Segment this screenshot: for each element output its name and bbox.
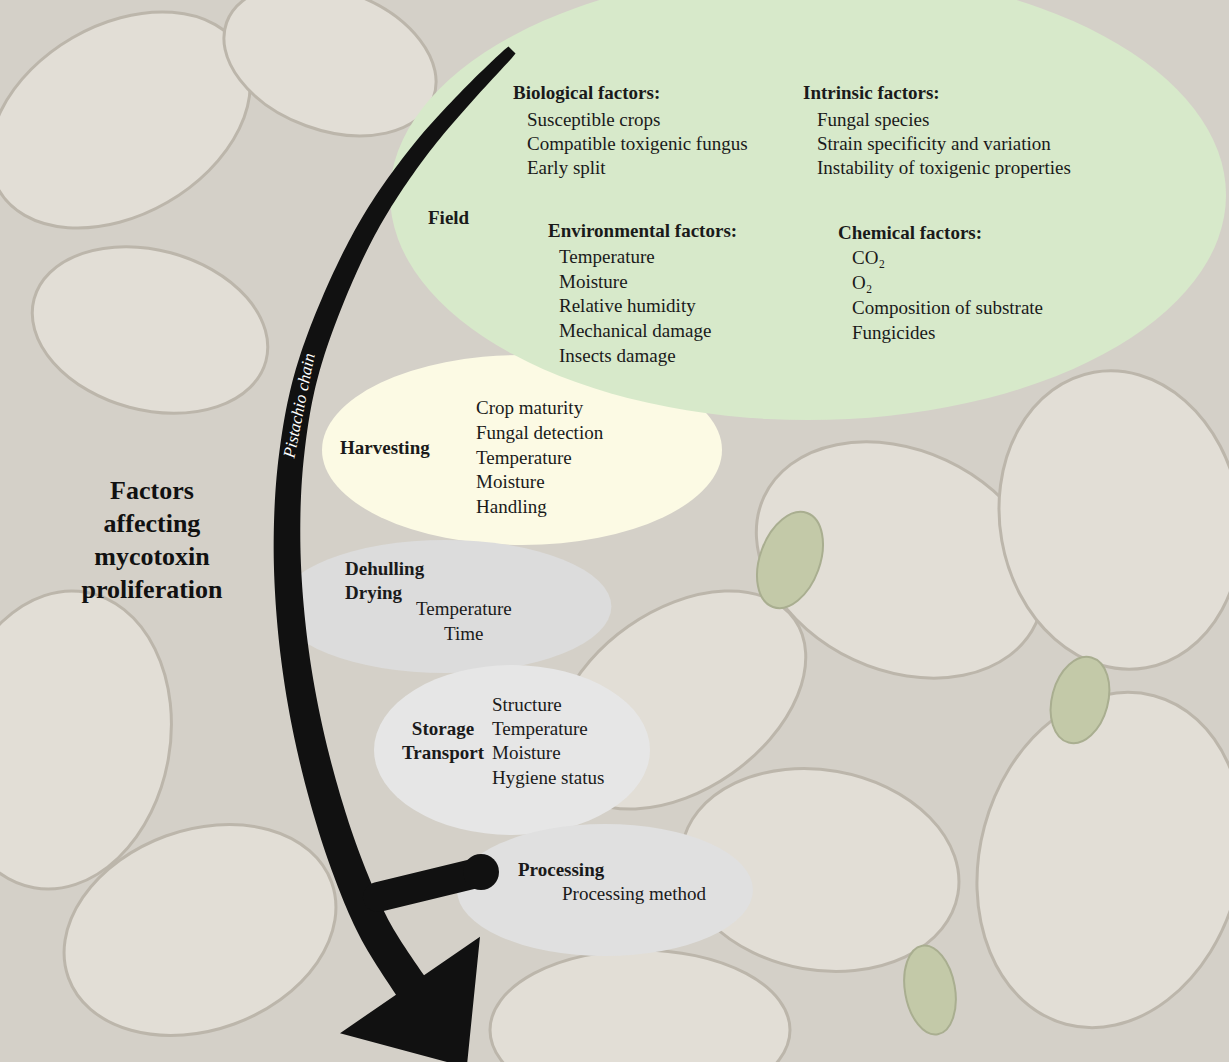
pistachio-shell [976, 351, 1229, 688]
factor-item: O₂ [852, 271, 872, 295]
stage-ellipse: Field Biological factors: Susceptible crop… [390, 0, 1226, 420]
factor-item: Relative humidity [559, 294, 696, 318]
pistachio-shell [13, 222, 286, 439]
pistachio-shell [34, 788, 366, 1062]
factor-item: Temperature [476, 446, 572, 470]
factor-item: Handling [476, 495, 547, 519]
factor-item: Temperature [559, 245, 655, 269]
factor-item: Moisture [559, 270, 628, 294]
stage-heading: Chemical factors: [838, 221, 982, 245]
stage-heading: Processing [518, 858, 604, 882]
factor-item: Time [444, 622, 483, 646]
pistachio-shell [490, 950, 790, 1062]
stage-heading: Storage Transport [402, 717, 484, 765]
stage-heading: Harvesting [340, 436, 430, 460]
figure-title: Factors affecting mycotoxin proliferatio… [81, 474, 222, 606]
factor-item: Moisture [476, 470, 545, 494]
stage-heading: Intrinsic factors: [803, 81, 940, 105]
factor-item: Fungal detection [476, 421, 603, 445]
pistachio-kernel [898, 941, 963, 1038]
factor-item: Crop maturity [476, 396, 583, 420]
factor-item: Fungicides [852, 321, 935, 345]
factor-item: Instability of toxigenic properties [817, 156, 1071, 180]
factor-item: Strain specificity and variation [817, 132, 1051, 156]
factor-item: Mechanical damage [559, 319, 711, 343]
pistachio-kernel [745, 503, 836, 617]
factor-item: Composition of substrate [852, 296, 1043, 320]
factor-item: Temperature [492, 717, 588, 741]
ellipse-fill [374, 665, 650, 835]
factor-item: Moisture [492, 741, 561, 765]
arrow-knob [463, 854, 499, 890]
ellipse-fill [322, 355, 722, 545]
stage-ellipse: Storage Transport StructureTemperatureMoi… [374, 665, 650, 835]
ellipse-shape [390, 0, 1226, 420]
pistachio-kernel [1042, 650, 1119, 749]
factor-item: Processing method [562, 882, 706, 906]
factor-item: CO₂ [852, 246, 885, 270]
factor-item: Hygiene status [492, 766, 604, 790]
ellipse-fill [279, 540, 611, 673]
stage-heading: Environmental factors: [548, 219, 737, 243]
factor-item: Fungal species [817, 108, 929, 132]
factor-item: Susceptible crops [527, 108, 661, 132]
stage-heading: Biological factors: [513, 81, 660, 105]
stage-ellipse: Harvesting Crop maturityFungal detectionT… [322, 355, 722, 545]
factor-item: Structure [492, 693, 562, 717]
ellipse-fill [457, 824, 753, 956]
factor-item: Insects damage [559, 344, 676, 368]
stage-heading: Field [428, 206, 469, 230]
factor-item: Compatible toxigenic fungus [527, 132, 748, 156]
factor-item: Temperature [416, 597, 512, 621]
factor-item: Early split [527, 156, 606, 180]
stage-ellipse: Dehulling DryingTemperatureTime [279, 540, 611, 673]
stage-ellipse: ProcessingProcessing method [457, 824, 753, 956]
stage-heading: Dehulling Drying [345, 557, 424, 605]
